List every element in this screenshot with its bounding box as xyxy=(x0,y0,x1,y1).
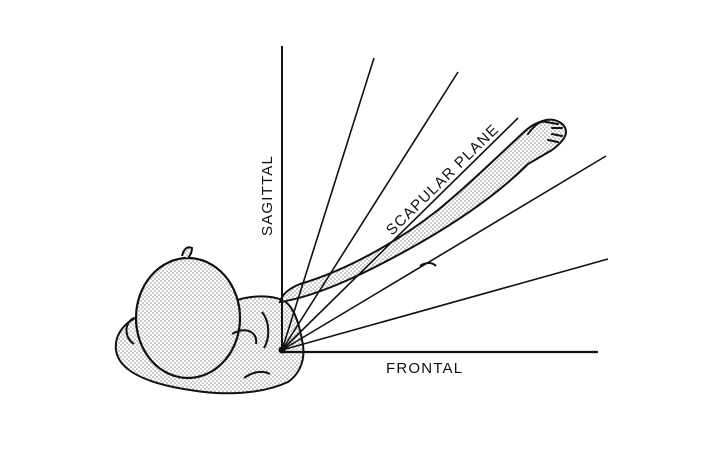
plane-line-1 xyxy=(281,57,375,351)
shoulder-pivot xyxy=(278,346,286,354)
sagittal-label: SAGITTAL xyxy=(259,155,276,236)
scapular-plane-line xyxy=(281,117,519,351)
plane-line-4 xyxy=(281,155,607,351)
ear xyxy=(125,317,135,345)
shoulder-contour xyxy=(231,311,271,379)
head xyxy=(134,256,242,380)
raised-arm xyxy=(278,118,568,304)
plane-line-2 xyxy=(281,71,459,351)
frontal-label: FRONTAL xyxy=(386,360,463,377)
plane-line-5 xyxy=(281,258,609,351)
nose xyxy=(181,246,194,259)
hand xyxy=(527,120,563,143)
